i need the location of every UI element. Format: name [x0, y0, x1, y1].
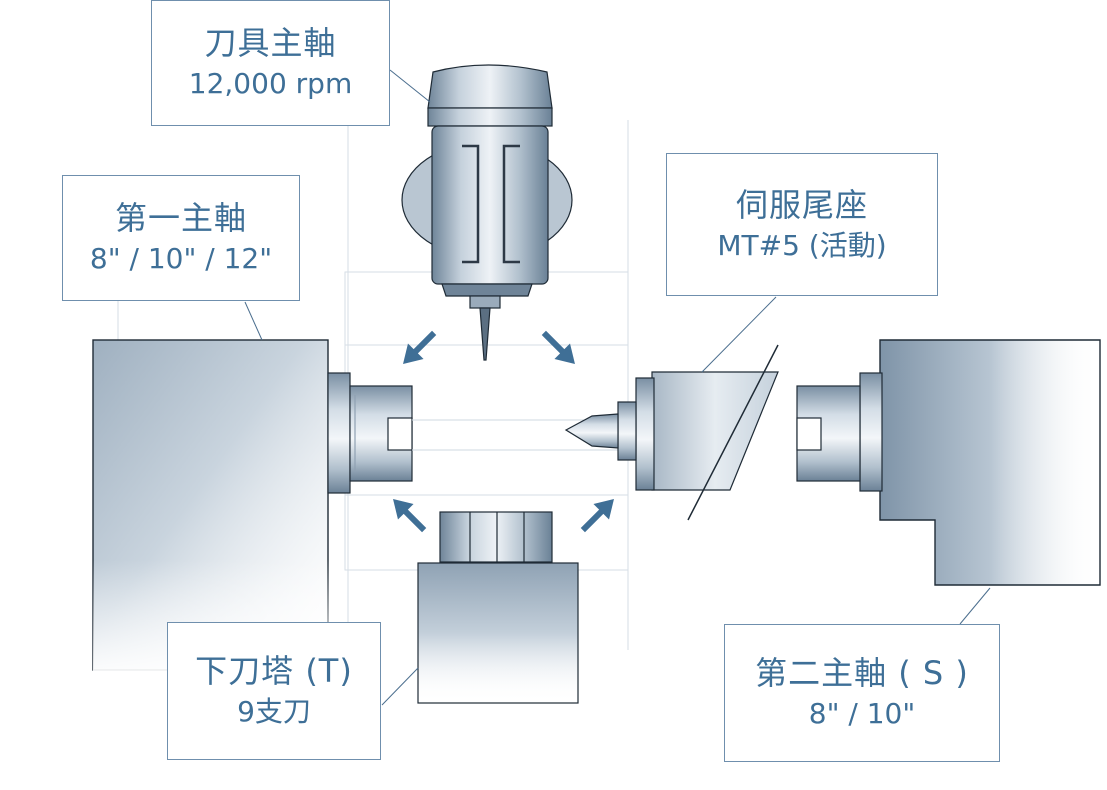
- tool-spindle-spec: 12,000 rpm: [188, 67, 353, 100]
- tailstock-spec: MT#5 (活動): [717, 228, 887, 262]
- tailstock-title: 伺服尾座: [735, 185, 868, 224]
- tailstock-label: 伺服尾座 MT#5 (活動): [666, 153, 938, 296]
- main-spindle-chuck: [349, 385, 413, 482]
- sub-spindle-spec: 8" / 10": [808, 697, 916, 730]
- lower-turret-spec: 9支刀: [237, 695, 311, 728]
- servo-tailstock: [564, 344, 779, 521]
- diagonal-arrow-icons: [393, 330, 614, 533]
- main-spindle-label: 第一主軸 8" / 10" / 12": [62, 175, 300, 301]
- tool-spindle: [401, 64, 573, 361]
- sub-spindle-chuck: [796, 385, 861, 482]
- lower-turret-title: 下刀塔 (T): [195, 652, 353, 690]
- arrow-down-left-icon: [403, 330, 437, 364]
- sub-spindle-block: [859, 339, 1101, 586]
- tool-spindle-label: 刀具主軸 12,000 rpm: [151, 0, 390, 126]
- arrow-up-right-icon: [580, 499, 614, 533]
- arrow-up-left-icon: [393, 499, 427, 533]
- leader-lines: [244, 69, 991, 706]
- main-spindle-spec: 8" / 10" / 12": [89, 242, 273, 275]
- lower-turret: [417, 511, 579, 704]
- tool-spindle-title: 刀具主軸: [204, 24, 337, 62]
- arrow-down-right-icon: [541, 330, 575, 364]
- lower-turret-label: 下刀塔 (T) 9支刀: [167, 622, 381, 760]
- sub-spindle-title: 第二主軸 ( S ): [755, 654, 969, 692]
- main-spindle-title: 第一主軸: [114, 199, 247, 237]
- sub-spindle-label: 第二主軸 ( S ) 8" / 10": [724, 624, 1000, 762]
